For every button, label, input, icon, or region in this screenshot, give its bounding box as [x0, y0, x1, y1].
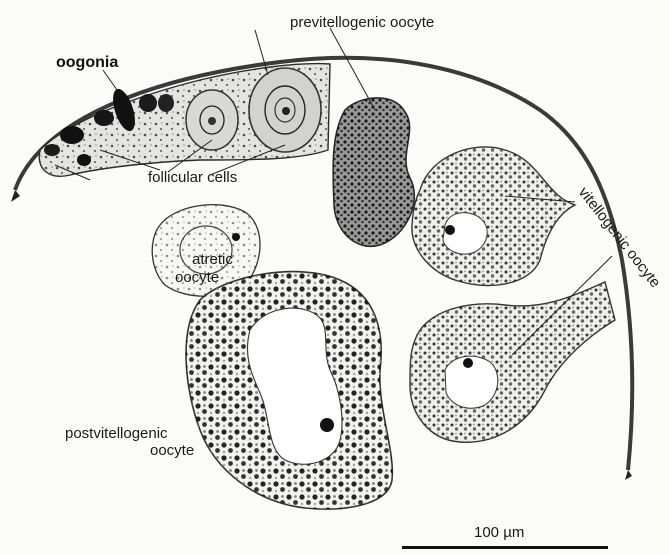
- label-postvitellogenic-oocyte: oocyte: [150, 442, 194, 459]
- oogonium: [44, 144, 60, 156]
- label-postvitellogenic: postvitellogenic: [65, 425, 168, 442]
- label-follicular-cells: follicular cells: [148, 169, 237, 186]
- vitellogenic-oocyte-lower-yolk: [410, 282, 615, 442]
- oogonium: [77, 154, 91, 166]
- early-follicle-nucleolus: [208, 117, 216, 125]
- atretic-oocyte-mark: [232, 233, 240, 241]
- label-atretic-oocyte: oocyte: [175, 269, 219, 286]
- ovarian-wall-end: [625, 470, 632, 480]
- vitellogenic-oocyte-upper-nucleolus: [445, 225, 455, 235]
- label-vitellogenic-oocyte: vitellogenic oocyte: [575, 184, 664, 291]
- vitellogenic-oocyte-upper-yolk: [412, 147, 575, 286]
- oogonium: [158, 94, 174, 112]
- scale-bar: [402, 546, 608, 549]
- early-follicle-nucleolus: [282, 107, 290, 115]
- label-atretic: atretic: [192, 251, 233, 268]
- ovarian-wall-tip: [11, 190, 20, 202]
- label-previtellogenic-oocyte: previtellogenic oocyte: [290, 14, 434, 31]
- scale-bar-label: 100 µm: [474, 524, 524, 541]
- oogonium: [60, 126, 84, 144]
- label-oogonia: oogonia: [56, 54, 118, 71]
- previtellogenic-oocyte: [333, 98, 414, 246]
- vitellogenic-oocyte-lower-nucleolus: [463, 358, 473, 368]
- oogonium: [94, 110, 114, 126]
- oogonium: [139, 94, 157, 112]
- postvitellogenic-oocyte-nucleolus: [320, 418, 334, 432]
